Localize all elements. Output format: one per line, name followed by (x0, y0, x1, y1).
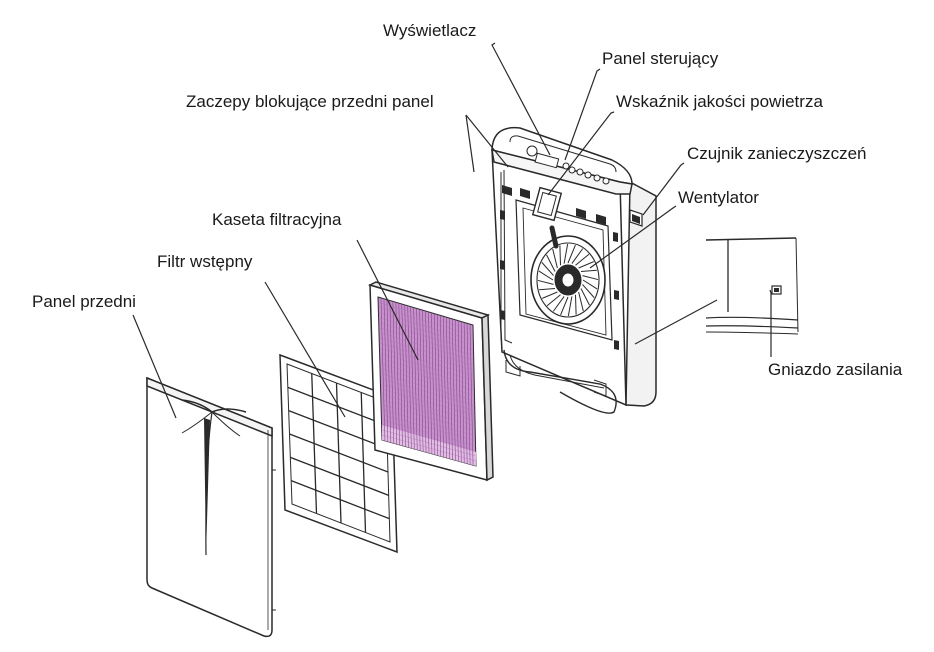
prefilter-grid-line (287, 386, 387, 426)
cassette-hatch-line (379, 363, 475, 391)
leader-filter-cassette (356, 239, 419, 361)
cassette-hatch-line (379, 352, 475, 381)
cassette-hatch-line (381, 414, 476, 442)
cassette-hatch-line (381, 409, 476, 437)
leader-latches-1 (465, 114, 509, 168)
cassette-hatch-line (380, 373, 475, 401)
prefilter-grid-line (288, 410, 388, 450)
fan-blade (546, 254, 556, 272)
fan-blade (578, 261, 594, 269)
label-display: Wyświetlacz (383, 21, 477, 40)
fan-blade (578, 291, 584, 312)
leader-lines (132, 42, 772, 419)
fan-blade (541, 262, 554, 276)
fan-blade (571, 248, 584, 264)
fan-blade (567, 296, 573, 317)
cassette-hatch-line (379, 368, 475, 396)
prefilter-grid-line (290, 456, 389, 496)
leader-air-quality (547, 111, 615, 196)
cassette-hatch-line (378, 317, 474, 346)
label-pollution-sensor: Czujnik zanieczyszczeń (687, 144, 867, 163)
label-power-socket: Gniazdo zasilania (768, 360, 903, 379)
cassette-hatch-line (380, 378, 475, 406)
fan-blade (563, 243, 569, 264)
fan-part (530, 225, 606, 325)
cassette-hatch-line (379, 358, 475, 386)
cassette-hatch-line (380, 398, 476, 426)
fan-blade (575, 253, 590, 266)
fan-blade (552, 296, 565, 312)
cassette-hatch-line (380, 383, 475, 411)
cassette-hatch-line (378, 312, 474, 341)
cassette-hatch-line (381, 429, 476, 457)
leader-front-panel (132, 314, 177, 419)
power-socket-inset (705, 237, 799, 335)
leader-pollution-sensor (642, 162, 685, 216)
fan-blade (582, 284, 595, 298)
leader-latches-2 (465, 114, 475, 173)
cassette-hatch-line (379, 347, 475, 376)
leader-fan (589, 205, 677, 269)
label-front-panel: Panel przedni (32, 292, 136, 311)
fan-blade (552, 248, 558, 269)
leader-power-socket (769, 289, 772, 357)
fan-blade (582, 275, 599, 281)
label-front-panel-latches: Zaczepy blokujące przedni panel (186, 92, 434, 111)
cassette-hatch-line (381, 424, 476, 452)
leader-socket-inset (634, 299, 718, 345)
cassette-hatch-line (379, 337, 474, 366)
fan-blade (559, 245, 561, 266)
fan-blade (575, 294, 577, 315)
filter-cassette-part (367, 281, 494, 482)
cassette-hatch-line (380, 393, 476, 421)
front-panel-part (146, 376, 276, 638)
cassette-hatch-line (381, 434, 476, 462)
leader-display (491, 42, 551, 156)
label-control-panel: Panel sterujący (602, 49, 719, 68)
cassette-hatch-line (380, 404, 476, 431)
cassette-hatch-line (379, 342, 475, 371)
cassette-hatch-line (378, 301, 474, 331)
cassette-hatch-line (378, 322, 474, 351)
pre-filter-part (279, 353, 398, 554)
fan-blade (537, 279, 554, 285)
cassette-hatch-line (378, 327, 474, 356)
fan-blade (546, 294, 561, 307)
fan-blade (582, 279, 598, 290)
fan-blade (538, 270, 554, 281)
label-air-quality-indicator: Wskaźnik jakości powietrza (616, 92, 823, 111)
fan-blade (539, 288, 556, 291)
fan-blade (580, 288, 590, 306)
fan-blade (580, 269, 597, 272)
cassette-hatch-line (381, 419, 476, 447)
fan-blade (560, 296, 569, 316)
fan-blade (567, 244, 576, 264)
label-filter-cassette: Kaseta filtracyjna (212, 210, 342, 229)
leader-pre-filter (264, 281, 346, 418)
cassette-hatch-line (378, 332, 474, 361)
label-fan: Wentylator (678, 188, 759, 207)
cassette-hatch-line (380, 388, 475, 416)
leader-control-panel (564, 68, 601, 161)
fan-blade (542, 291, 558, 299)
label-pre-filter: Filtr wstępny (157, 252, 253, 271)
prefilter-grid-line (289, 433, 389, 473)
prefilter-grid-line (290, 480, 390, 520)
